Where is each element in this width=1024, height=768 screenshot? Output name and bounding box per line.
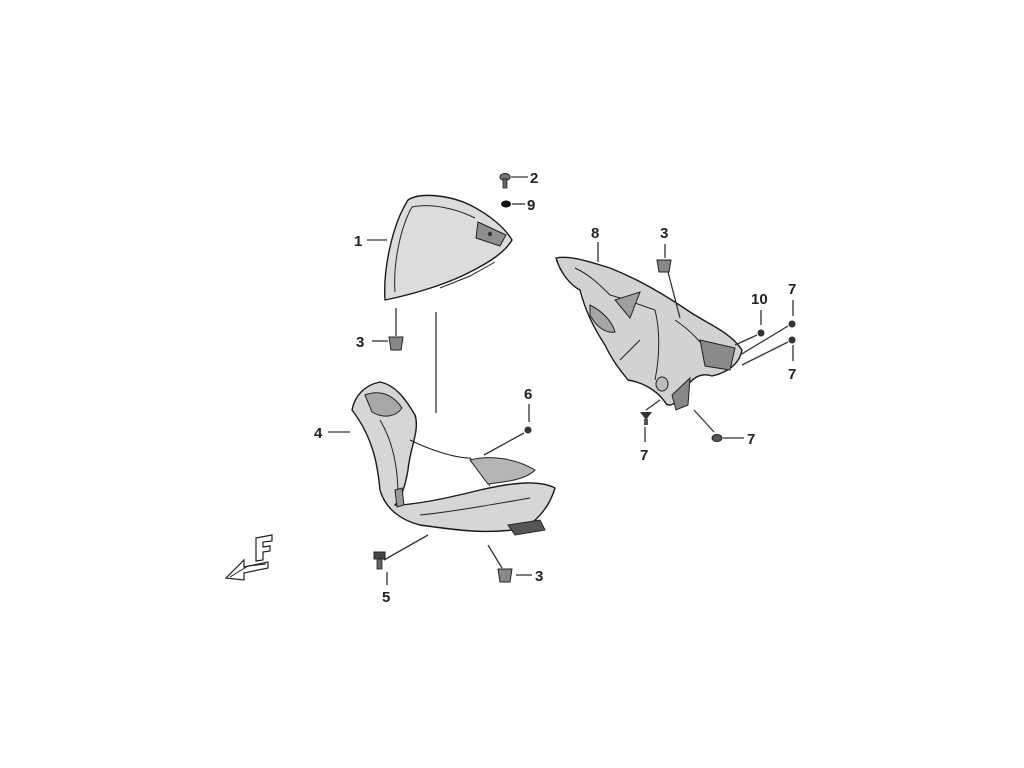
callout-7-right-top: 7 — [788, 281, 796, 298]
callout-4: 4 — [314, 425, 323, 442]
callout-3-bottom: 3 — [535, 568, 543, 585]
part-windscreen — [384, 194, 513, 301]
rivet-icon — [640, 412, 652, 425]
callout-3-top: 3 — [660, 225, 668, 242]
front-direction-arrow-icon — [224, 534, 273, 581]
callout-6: 6 — [524, 386, 532, 403]
rivet-icon — [711, 434, 723, 442]
part-rear-handle-cover — [555, 256, 743, 411]
clip-nut-icon — [388, 336, 404, 351]
callout-5: 5 — [382, 589, 390, 606]
screw-icon — [757, 329, 765, 337]
callout-7-right-bottom: 7 — [788, 366, 796, 383]
washer-icon — [501, 200, 511, 208]
callout-8: 8 — [591, 225, 599, 242]
callout-3-left: 3 — [356, 334, 364, 351]
rivet-icon — [788, 336, 796, 344]
callout-7-bottom-right: 7 — [747, 431, 755, 448]
clip-nut-icon — [497, 568, 513, 583]
part-front-handle-cover — [351, 381, 556, 536]
rivet-icon — [788, 320, 796, 328]
callout-7-bottom-left: 7 — [640, 447, 648, 464]
callout-1: 1 — [354, 233, 362, 250]
screw-icon — [499, 173, 511, 189]
callout-10: 10 — [751, 291, 768, 308]
clip-nut-icon — [656, 259, 672, 273]
callout-2: 2 — [530, 170, 538, 187]
bolt-icon — [373, 551, 386, 570]
callout-9: 9 — [527, 197, 535, 214]
screw-icon — [524, 426, 532, 434]
